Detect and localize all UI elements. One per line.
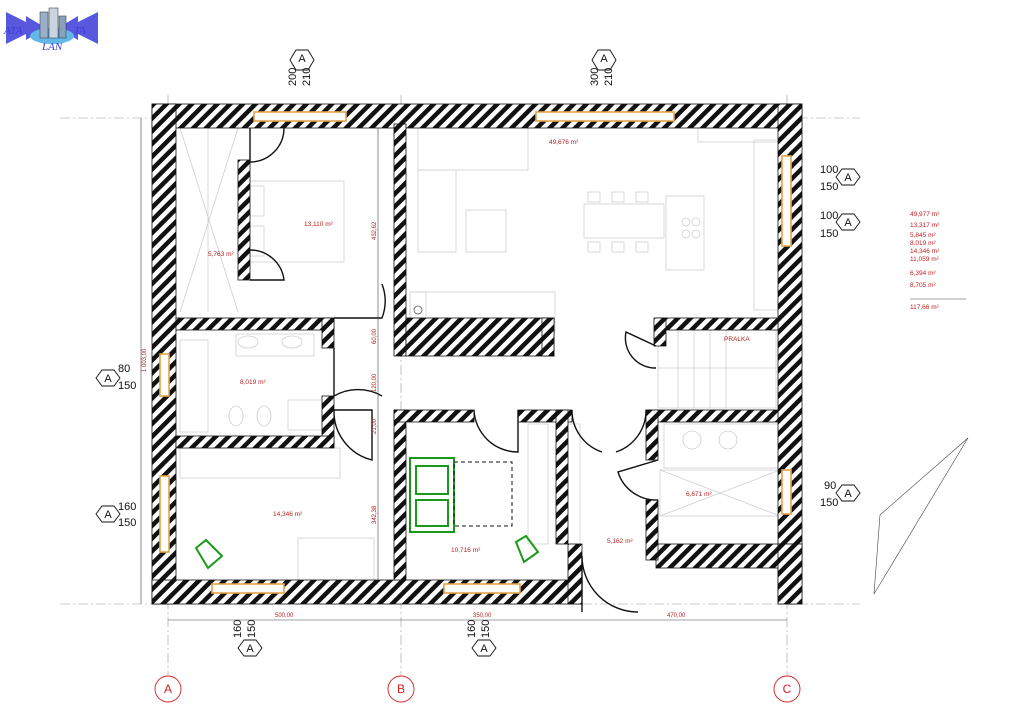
summary-total: 117,66 m²: [910, 304, 940, 311]
dim-top-left-1: 200: [287, 68, 299, 86]
dim-right-upper1-2: 150: [820, 181, 838, 193]
dim-bottom-mid-1: 160: [466, 620, 478, 638]
area-living: 49,676 m²: [549, 139, 579, 146]
area-bath: 8,019 m²: [240, 379, 266, 386]
dim-left-upper-1: 80: [118, 363, 130, 375]
area-bedroom: 13,110 m²: [304, 221, 334, 228]
axis-label-c: C: [783, 682, 792, 696]
area-laundry: 6,671 m²: [686, 491, 712, 498]
dim-right-upper2-1: 100: [820, 210, 838, 222]
summary-item-3: 5,845 m²: [910, 232, 936, 239]
axis-label-b: B: [397, 682, 405, 696]
logo-text-ata: ATA: [3, 25, 23, 37]
summary-item-2: 13,317 m²: [910, 222, 940, 229]
summary-item-4: 8,019 m²: [910, 240, 936, 247]
area-room-sw: 14,346 m²: [273, 511, 303, 518]
summary-item-5: 14,346 m²: [910, 248, 940, 255]
axis-label-a: A: [164, 682, 172, 696]
dimension-lines: [140, 118, 969, 621]
summary-item-7: 6,394 m²: [910, 270, 936, 277]
line-dim-inner-4: 21,00: [372, 418, 378, 434]
logo-text-lan: LAN: [41, 41, 63, 53]
dim-top-right-1: 300: [589, 68, 601, 86]
marker-label-top-right: A: [600, 53, 608, 65]
windows: [159, 111, 792, 594]
summary-item-6: 11,059 m²: [910, 256, 940, 263]
summary-item-1: 49,977 m²: [910, 211, 940, 218]
area-room-mid: 10,716 m²: [451, 547, 481, 554]
marker-label-left-2: A: [104, 509, 112, 521]
green-furniture: [194, 457, 540, 570]
area-hall: 5,162 m²: [607, 538, 633, 545]
logo-text-ta: TA: [74, 25, 86, 37]
dim-bottom-mid-2: 150: [480, 620, 492, 638]
line-dim-bottom-3: 470,00: [667, 613, 686, 619]
dim-top-left-2: 210: [301, 68, 313, 86]
dim-bottom-left-2: 150: [246, 620, 258, 638]
line-dim-inner-1: 432,62: [372, 221, 378, 240]
marker-label-left-1: A: [104, 373, 112, 385]
dim-left-upper-2: 150: [118, 380, 136, 392]
line-dim-bottom-2: 350,00: [473, 613, 492, 619]
dim-right-lower-1: 90: [824, 480, 836, 492]
marker-label-top-left: A: [298, 53, 306, 65]
line-dim-inner-5: 342,38: [372, 505, 378, 524]
marker-label-right-3: A: [844, 488, 852, 500]
marker-label-right-1: A: [844, 172, 852, 184]
line-dim-bottom-1: 500,00: [275, 613, 294, 619]
dim-bottom-left-1: 160: [232, 620, 244, 638]
marker-label-bottom-1: A: [246, 643, 254, 655]
dim-right-lower-2: 150: [820, 497, 838, 509]
axis-circles: [154, 675, 801, 703]
furniture: [179, 127, 781, 581]
dim-top-right-2: 210: [603, 68, 615, 86]
line-dim-inner-2: 60,00: [372, 328, 378, 344]
dim-left-lower-2: 150: [118, 517, 136, 529]
line-dim-left: 1 003,00: [142, 348, 148, 372]
walls: [151, 103, 803, 605]
dim-right-upper1-1: 100: [820, 164, 838, 176]
doors: [249, 127, 659, 613]
line-dim-inner-3: 120,00: [372, 373, 378, 392]
section-markers: [95, 49, 861, 657]
dim-left-lower-1: 160: [118, 501, 136, 513]
company-logo: ATA TA LAN: [3, 7, 98, 53]
summary-item-8: 8,705 m²: [910, 282, 936, 289]
text-labels: A A A A A A A A A 200 210 300 210 160 15…: [104, 53, 940, 696]
area-closet: 5,763 m²: [208, 251, 234, 258]
laundry-label: PRALKA: [724, 336, 750, 343]
marker-label-right-2: A: [844, 217, 852, 229]
dim-right-upper2-2: 150: [820, 228, 838, 240]
marker-label-bottom-2: A: [480, 643, 488, 655]
